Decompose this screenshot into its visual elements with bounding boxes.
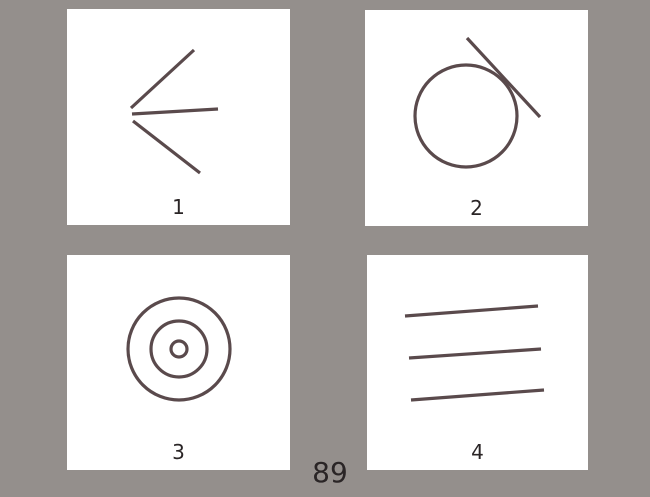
diverging-lines-icon <box>129 48 219 175</box>
circle-tangent-icon <box>413 36 542 169</box>
figure-label-4: 4 <box>471 440 484 464</box>
figure-label-2: 2 <box>470 196 483 220</box>
parallel-lines-icon <box>404 304 545 402</box>
figure-label-1: 1 <box>172 195 185 219</box>
figure-card-2: 2 <box>365 10 588 226</box>
page-number: 89 <box>312 456 348 489</box>
figure-card-1: 1 <box>67 9 290 225</box>
figure-card-4: 4 <box>367 255 588 470</box>
figure-label-3: 3 <box>172 440 185 464</box>
figure-card-3: 3 <box>67 255 290 470</box>
concentric-circles-icon <box>126 296 232 402</box>
